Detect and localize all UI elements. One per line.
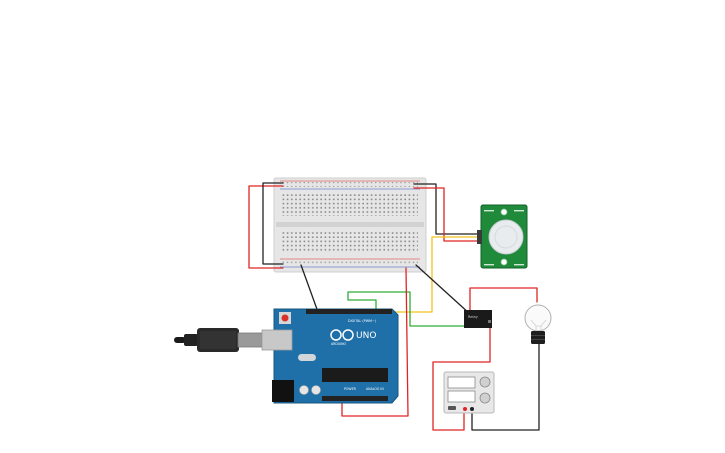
wire-ground-to-arduino[interactable]: [300, 264, 319, 313]
microcontroller-chip: [322, 368, 388, 382]
wire-power-to-pir[interactable]: [413, 187, 483, 242]
voltage-knob[interactable]: [479, 376, 491, 388]
analog-label: ANALOG IN: [366, 387, 384, 391]
wire-relay-signal[interactable]: [347, 291, 469, 327]
reset-button[interactable]: [281, 314, 289, 322]
wire-ground-to-relay[interactable]: [415, 264, 471, 315]
wire-pir-signal[interactable]: [377, 236, 483, 313]
relay-label: Relay: [468, 315, 479, 319]
power-label: POWER: [344, 387, 357, 391]
voltage-display: [447, 376, 476, 389]
pir-sensor[interactable]: [477, 204, 528, 269]
pir-dome: [488, 219, 524, 255]
wire-power-left-loop[interactable]: [248, 185, 284, 269]
power-supply[interactable]: [443, 371, 495, 414]
wire-power-to-arduino[interactable]: [341, 267, 409, 417]
digital-label: DIGITAL (PWM~): [348, 319, 377, 323]
positive-terminal[interactable]: [463, 407, 467, 411]
wires: [248, 182, 540, 431]
current-knob[interactable]: [479, 392, 491, 404]
wire-ground-to-pir[interactable]: [413, 183, 483, 235]
breadboard[interactable]: [273, 177, 427, 273]
light-bulb[interactable]: [524, 304, 552, 344]
brand-label: ARDUINO: [331, 342, 347, 346]
model-label: UNO: [356, 331, 376, 341]
wire-relay-to-supply[interactable]: [432, 327, 491, 431]
negative-terminal[interactable]: [470, 407, 474, 411]
arduino-uno[interactable]: UNO ARDUINO DIGITAL (PWM~) POWER ANALOG …: [174, 308, 399, 404]
wire-relay-to-bulb[interactable]: [469, 287, 538, 314]
current-display: [447, 390, 476, 403]
usb-cable[interactable]: [174, 328, 263, 352]
arduino-logo: [330, 329, 354, 341]
relay[interactable]: Relay: [464, 310, 492, 328]
wire-bulb-to-supply[interactable]: [471, 343, 540, 431]
wire-ground-left-loop[interactable]: [262, 182, 284, 265]
